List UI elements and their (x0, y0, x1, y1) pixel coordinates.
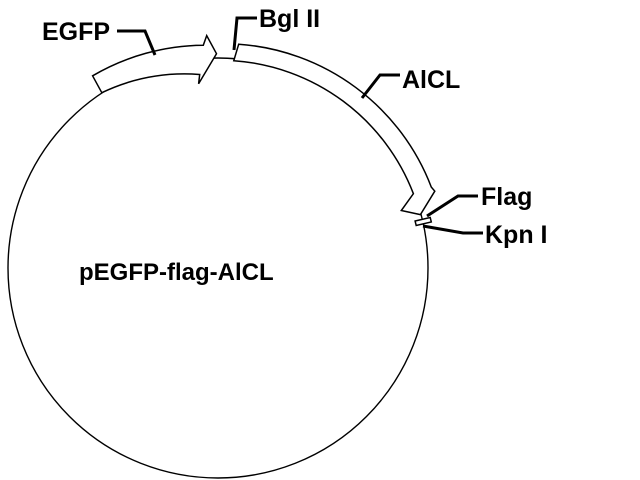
egfp-label: EGFP (42, 18, 110, 46)
egfp-leader-line (117, 29, 157, 56)
bgl2-leader-line (232, 16, 257, 51)
plasmid-name-label: pEGFP-flag-AlCL (79, 259, 274, 286)
bgl2-label: Bgl II (259, 5, 320, 33)
flag-leader-line (426, 194, 478, 218)
flag-feature-box (414, 216, 433, 227)
kpn1-label: Kpn I (485, 221, 548, 249)
kpn1-leader-line (422, 224, 483, 235)
flag-label: Flag (481, 183, 532, 211)
alcl-label: AlCL (402, 66, 460, 94)
plasmid-backbone-circle (7, 57, 429, 479)
egfp-feature-arrow (91, 33, 218, 94)
alcl-leader-line (360, 73, 400, 99)
alcl-feature-arrow (232, 43, 436, 216)
